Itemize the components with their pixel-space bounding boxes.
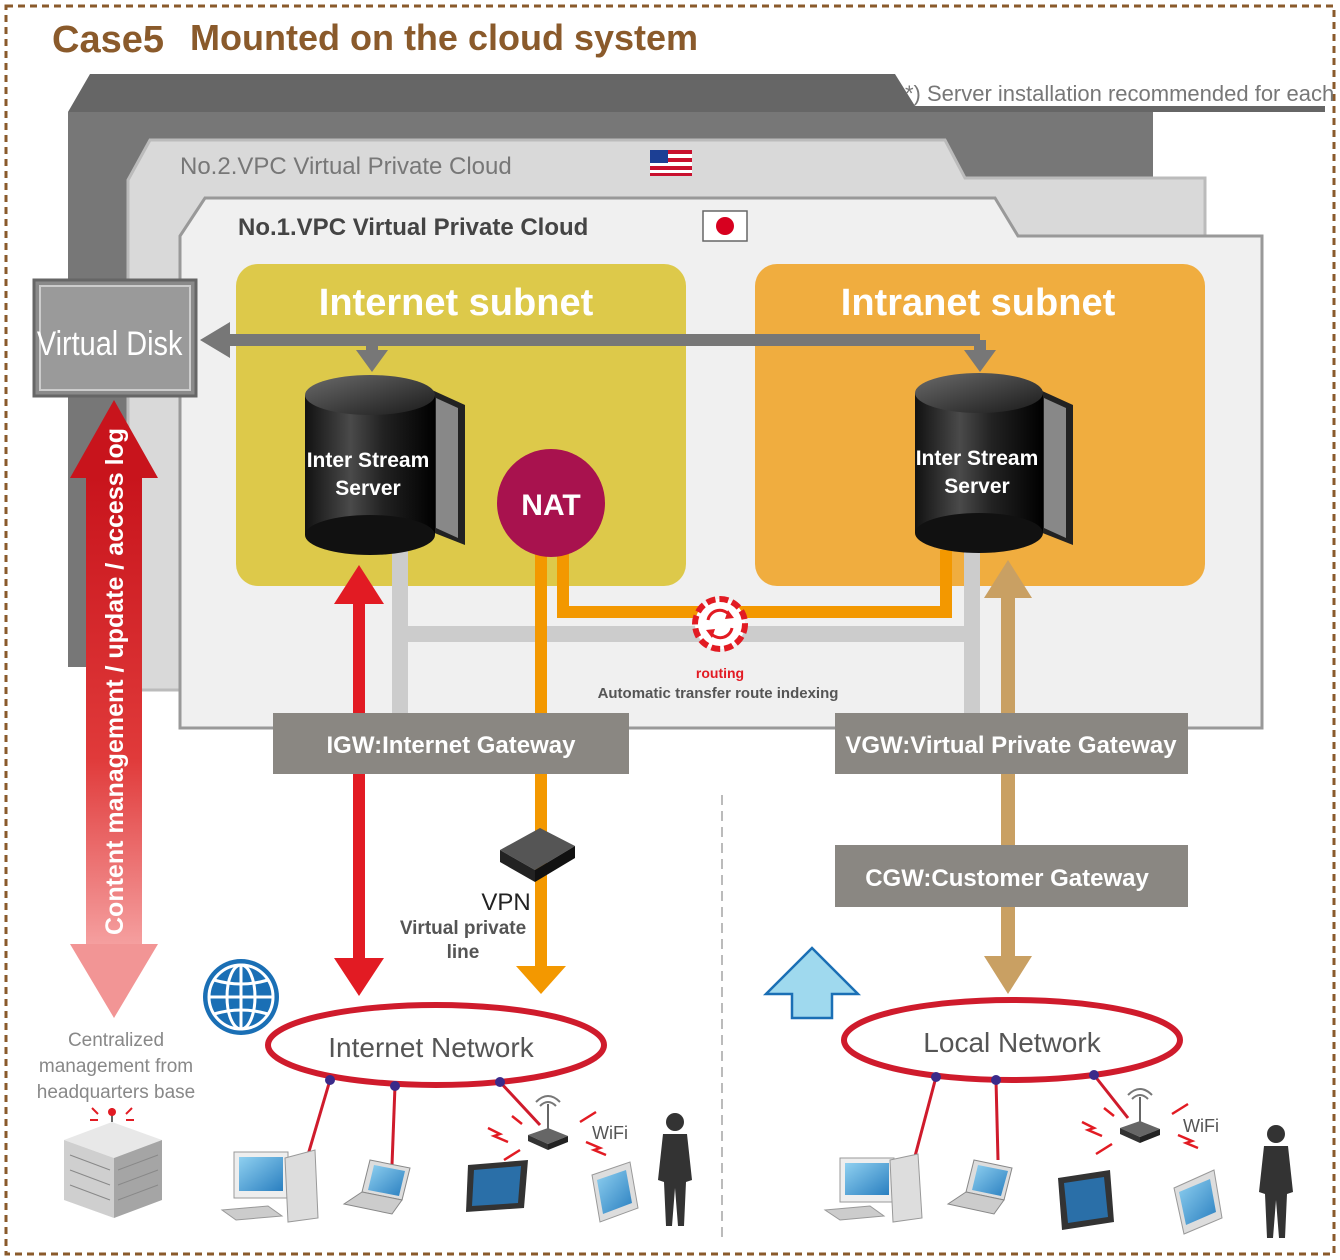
wifi-router-icon xyxy=(1081,1088,1199,1156)
tablet-icon xyxy=(466,1160,528,1212)
internet-arrow-down xyxy=(334,958,384,996)
us-flag-icon xyxy=(650,150,692,176)
virtual-disk-inner xyxy=(39,285,191,391)
laptop-icon xyxy=(342,1159,411,1215)
local-wifi-label: WiFi xyxy=(1183,1116,1219,1136)
local-network-label: Local Network xyxy=(923,1027,1101,1058)
hq-text-1: Centralized xyxy=(68,1030,164,1051)
region-note: *) Server installation recommended for e… xyxy=(905,81,1340,106)
globe-icon xyxy=(203,959,279,1035)
tablet-icon xyxy=(1173,1169,1223,1235)
internet-network-label: Internet Network xyxy=(328,1032,534,1063)
internet-wifi-label: WiFi xyxy=(592,1123,628,1143)
page-title: Mounted on the cloud system xyxy=(190,17,698,58)
cgw-box xyxy=(835,845,1188,907)
vpn-desc-2: line xyxy=(447,942,480,963)
vpc1-label: No.1.VPC Virtual Private Cloud xyxy=(238,214,588,241)
disk-to-internet-server-arrow xyxy=(356,350,388,372)
disk-link-bar xyxy=(225,334,980,346)
internet-arrow-up xyxy=(334,565,384,604)
routing-label: routing xyxy=(696,665,744,681)
vgw-box xyxy=(835,713,1188,774)
internet-server-database-server-icon xyxy=(305,375,465,555)
local-arrow-up xyxy=(984,560,1032,598)
vpn-arrowhead xyxy=(516,966,566,994)
vpn-desc-1: Virtual private xyxy=(400,918,526,939)
cgw-label: CGW:Customer Gateway xyxy=(865,865,1149,892)
laptop-icon xyxy=(946,1159,1013,1215)
internet-server-label-2: Server xyxy=(335,477,400,500)
internet-subnet-label: Internet subnet xyxy=(319,282,594,324)
person-silhouette-icon xyxy=(658,1113,692,1226)
nat-label: NAT xyxy=(521,489,580,522)
office-building-icon xyxy=(64,1107,162,1218)
hq-text-2: management from xyxy=(39,1056,193,1077)
hq-text-3: headquarters base xyxy=(37,1082,195,1103)
internet-device-links xyxy=(303,1079,542,1166)
local-arrow-down xyxy=(984,956,1032,994)
person-silhouette-icon xyxy=(1259,1125,1293,1238)
vpn-router-icon xyxy=(500,828,575,882)
case-label: Case5 xyxy=(52,19,164,61)
region-tab xyxy=(68,74,1325,112)
tablet-icon xyxy=(1058,1170,1114,1230)
routing-gear-icon xyxy=(692,596,748,652)
desktop-computer-icon xyxy=(220,1149,319,1223)
disk-link-arrowhead xyxy=(200,322,230,358)
virtual-disk-label: Virtual Disk xyxy=(37,324,183,363)
internet-network-ring xyxy=(265,1002,607,1088)
vpc2-label: No.2.VPC Virtual Private Cloud xyxy=(180,153,512,180)
local-network-ring xyxy=(841,997,1183,1083)
igw-label: IGW:Internet Gateway xyxy=(327,732,577,759)
desktop-computer-icon xyxy=(823,1153,923,1223)
internal-link xyxy=(392,626,980,642)
routing-description: Automatic transfer route indexing xyxy=(598,685,839,702)
local-device-links xyxy=(912,1074,1130,1161)
japan-flag-icon xyxy=(702,210,748,242)
outer-border xyxy=(4,4,1336,1256)
internet-arrow-shaft xyxy=(353,600,365,962)
vpn-label: VPN xyxy=(481,889,530,916)
tablet-icon xyxy=(591,1161,639,1223)
nat-node xyxy=(497,449,605,557)
content-management-label: Content management / update / access log xyxy=(101,428,129,935)
up-arrow-icon xyxy=(762,946,862,1020)
intranet-subnet-label: Intranet subnet xyxy=(841,282,1116,324)
vgw-label: VGW:Virtual Private Gateway xyxy=(845,732,1177,759)
wifi-router-icon xyxy=(487,1095,607,1162)
disk-to-intranet-server-arrow xyxy=(964,350,996,372)
content-management-arrow xyxy=(70,400,158,1018)
intranet-server-database-server-icon xyxy=(915,373,1073,553)
internet-server-label-1: Inter Stream xyxy=(307,449,430,472)
intranet-server-label-1: Inter Stream xyxy=(916,447,1039,470)
intranet-server-label-2: Server xyxy=(944,475,1009,498)
igw-box xyxy=(273,713,629,774)
